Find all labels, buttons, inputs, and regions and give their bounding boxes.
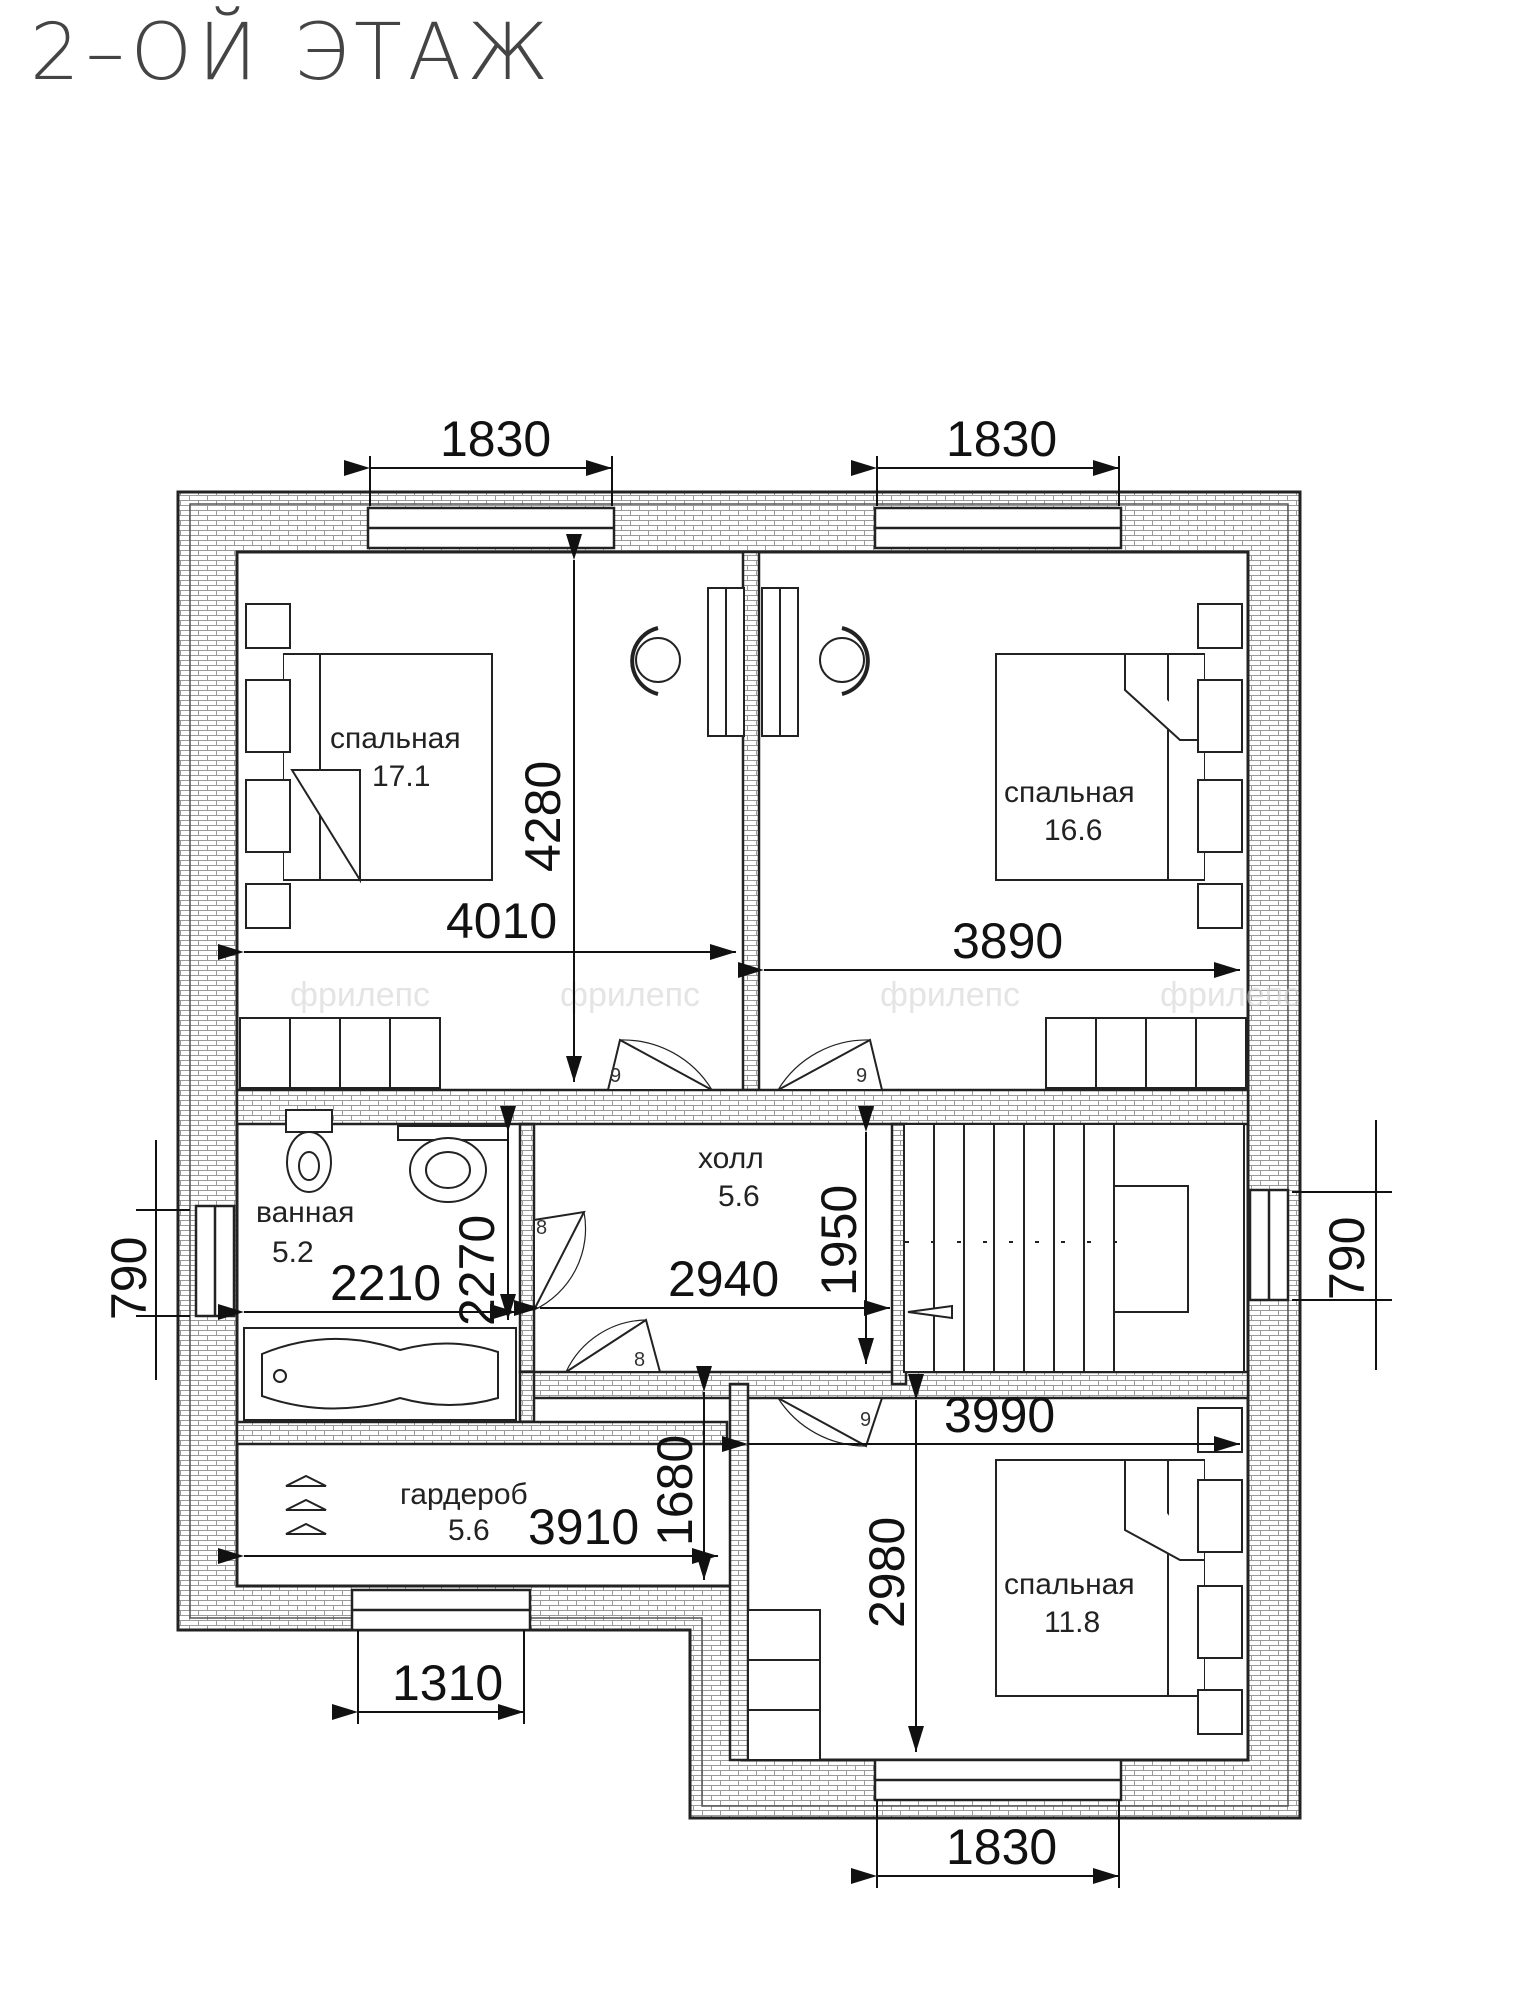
svg-text:фрилепс: фрилепс bbox=[880, 976, 1020, 1014]
dim-bedroom-3-width: 3990 bbox=[944, 1387, 1055, 1443]
dim-hall-width: 2940 bbox=[668, 1251, 779, 1307]
bathtub bbox=[243, 1327, 517, 1421]
door-bedroom-3 bbox=[777, 1397, 884, 1448]
room-name-wardrobe: гардероб bbox=[400, 1478, 528, 1511]
door-number-4: 8 bbox=[634, 1349, 645, 1371]
room-area-bedroom-2: 16.6 bbox=[1044, 814, 1102, 847]
closet-bedroom-3 bbox=[747, 1609, 821, 1761]
dim-bedroom-3-depth: 2980 bbox=[859, 1517, 915, 1628]
room-area-bathroom: 5.2 bbox=[272, 1236, 314, 1269]
room-name-bathroom: ванная bbox=[256, 1196, 354, 1229]
room-name-hall: холл bbox=[698, 1142, 764, 1175]
svg-text:фрилепс: фрилепс bbox=[290, 976, 430, 1014]
dim-bedroom-1-depth: 4280 bbox=[515, 761, 571, 872]
room-area-bedroom-3: 11.8 bbox=[1044, 1606, 1100, 1639]
door-bedroom-2 bbox=[777, 1038, 884, 1091]
dim-window-top-right: 1830 bbox=[946, 411, 1057, 467]
dim-window-right: 790 bbox=[1319, 1217, 1375, 1300]
dim-bedroom-2-width: 3890 bbox=[952, 913, 1063, 969]
door-number-3: 8 bbox=[536, 1217, 547, 1239]
doors bbox=[533, 1038, 884, 1448]
dim-bedroom-1-width: 4010 bbox=[446, 893, 557, 949]
door-number-1: 9 bbox=[610, 1065, 621, 1087]
door-wardrobe bbox=[562, 1318, 662, 1373]
door-number-2: 9 bbox=[856, 1065, 867, 1087]
toilet bbox=[285, 1109, 333, 1193]
room-area-bedroom-1: 17.1 bbox=[372, 760, 430, 793]
room-area-wardrobe: 5.6 bbox=[448, 1514, 490, 1547]
dim-bath-depth: 2270 bbox=[449, 1215, 505, 1326]
dim-bath-width: 2210 bbox=[330, 1255, 441, 1311]
interior-walls bbox=[235, 550, 1250, 1762]
staircase bbox=[903, 1123, 1245, 1373]
svg-text:фрилепс: фрилепс bbox=[560, 976, 700, 1014]
chair-right bbox=[819, 637, 865, 683]
dim-window-bottom-left: 1310 bbox=[392, 1655, 503, 1711]
dim-wardrobe-width: 3910 bbox=[528, 1499, 639, 1555]
room-area-hall: 5.6 bbox=[718, 1180, 760, 1213]
dim-window-bottom-right: 1830 bbox=[946, 1819, 1057, 1875]
dim-window-top-left: 1830 bbox=[440, 411, 551, 467]
room-name-bedroom-2: спальная bbox=[1004, 776, 1135, 809]
chair-left bbox=[635, 637, 681, 683]
room-name-bedroom-3: спальная bbox=[1004, 1568, 1135, 1601]
watermark: фрилепс фрилепс фрилепс фрилепс bbox=[290, 976, 1300, 1014]
door-number-5: 9 bbox=[860, 1409, 871, 1431]
dim-hall-depth: 1950 bbox=[811, 1185, 867, 1296]
door-bedroom-1 bbox=[606, 1038, 713, 1091]
dim-wardrobe-depth: 1680 bbox=[647, 1435, 703, 1546]
closet-bedroom-1 bbox=[239, 1017, 441, 1089]
furniture bbox=[239, 587, 1247, 1761]
hanger-icon bbox=[285, 1474, 327, 1535]
dim-window-left: 790 bbox=[101, 1237, 157, 1320]
svg-text:фрилепс: фрилепс bbox=[1160, 976, 1300, 1014]
sink bbox=[397, 1125, 509, 1203]
door-bathroom bbox=[533, 1210, 586, 1311]
floor-title: 2–ОЙ ЭТАЖ bbox=[30, 8, 555, 98]
closet-bedroom-2 bbox=[1045, 1017, 1247, 1089]
dimension-lines bbox=[136, 456, 1392, 1888]
room-name-bedroom-1: спальная bbox=[330, 722, 461, 755]
